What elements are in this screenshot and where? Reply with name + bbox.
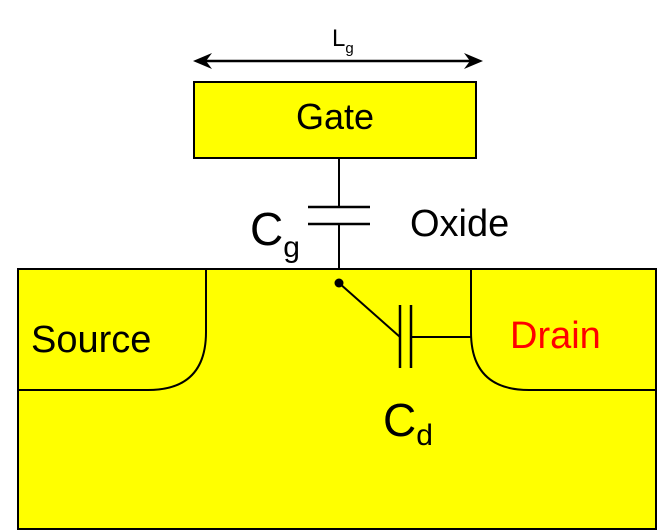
source-region [17,268,207,391]
gate-capacitor [308,158,370,283]
drain-capacitance-label: Cd [383,394,433,452]
gate-label: Gate [296,96,374,137]
drain-capacitor [334,278,471,368]
gate-block [193,81,477,159]
source-label: Source [31,319,151,361]
drain-label: Drain [510,315,601,357]
gate-capacitance-label: Cg [250,203,300,264]
gate-length-label: Lg [332,25,354,57]
drain-region [470,268,657,391]
oxide-label: Oxide [410,203,509,245]
gate-length-arrow [193,53,483,69]
